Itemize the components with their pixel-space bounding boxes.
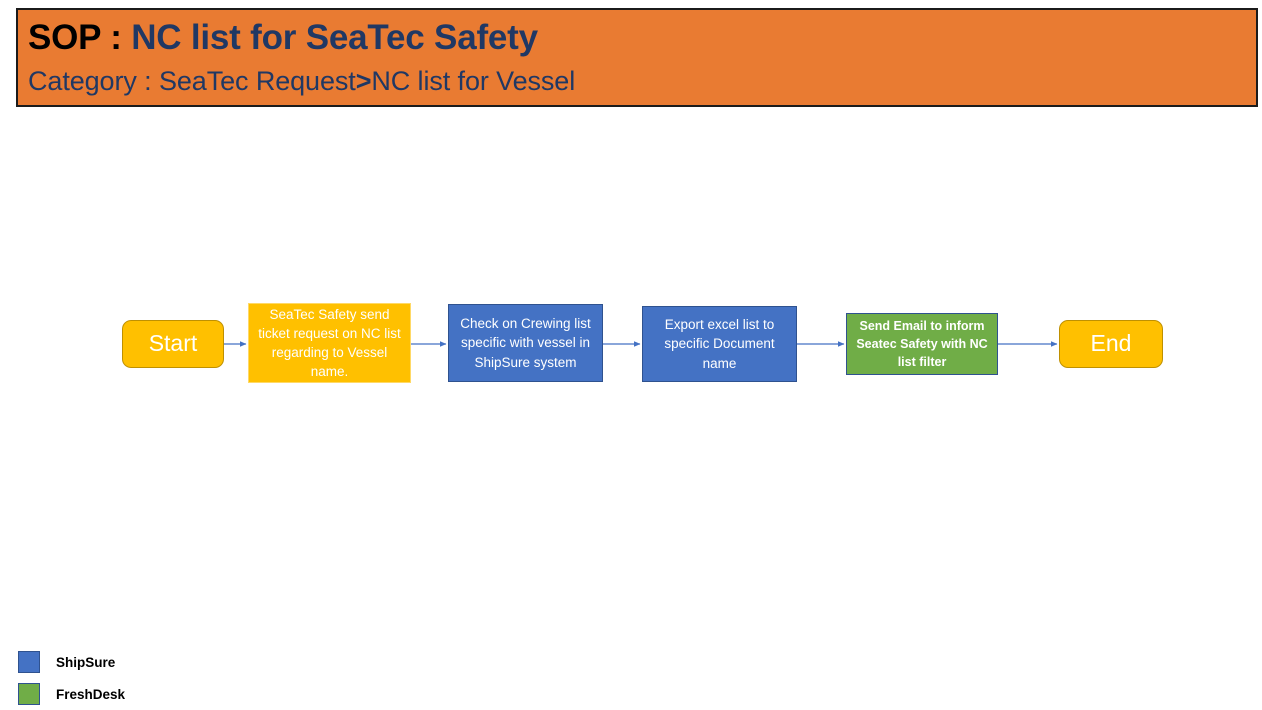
- legend-label-shipsure: ShipSure: [56, 654, 116, 670]
- breadcrumb-prefix: Category : SeaTec Request: [28, 66, 356, 96]
- legend-item-shipsure: ShipSure: [18, 646, 125, 678]
- sop-header-banner: SOP : NC list for SeaTec Safety Category…: [16, 8, 1258, 107]
- flow-node-end[interactable]: End: [1059, 320, 1163, 368]
- legend-item-freshdesk: FreshDesk: [18, 678, 125, 710]
- flow-node-request-ticket[interactable]: SeaTec Safety send ticket request on NC …: [248, 303, 411, 383]
- flow-node-start[interactable]: Start: [122, 320, 224, 368]
- page-title: SOP : NC list for SeaTec Safety: [28, 18, 538, 58]
- breadcrumb-separator: >: [355, 66, 372, 96]
- breadcrumb: Category : SeaTec Request>NC list for Ve…: [28, 66, 575, 97]
- legend: ShipSure FreshDesk: [18, 646, 125, 710]
- breadcrumb-suffix: NC list for Vessel: [371, 66, 576, 96]
- legend-swatch-icon-freshdesk: [18, 683, 40, 705]
- flow-node-export-excel[interactable]: Export excel list to specific Document n…: [642, 306, 797, 382]
- sop-title-prefix: SOP :: [28, 18, 132, 57]
- sop-title-name: NC list for SeaTec Safety: [131, 18, 538, 57]
- legend-swatch-icon-shipsure: [18, 651, 40, 673]
- legend-label-freshdesk: FreshDesk: [56, 686, 126, 702]
- flow-node-send-email[interactable]: Send Email to inform Seatec Safety with …: [846, 313, 998, 375]
- flow-node-check-crewing-list[interactable]: Check on Crewing list specific with vess…: [448, 304, 603, 382]
